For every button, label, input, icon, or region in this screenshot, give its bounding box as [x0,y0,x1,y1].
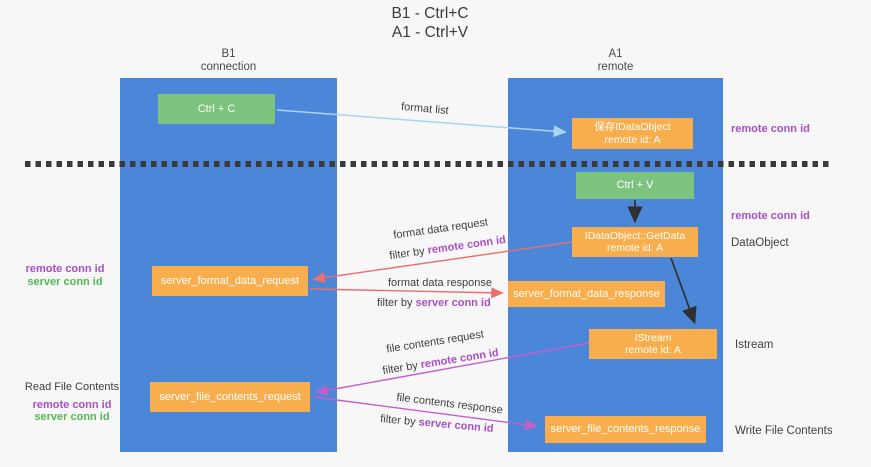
istream-annotation: Istream [735,339,774,351]
filter-by-text: filter by [388,244,429,263]
read-file-contents-annotation: Read File Contents [24,381,120,393]
getdata-line2: remote id: A [606,242,664,254]
istream-line2: remote id: A [624,344,682,356]
a1-role: remote [597,61,634,73]
remote-conn-id-annotation-left: remote conn id [25,263,105,275]
remote-conn-id-key: remote conn id [426,233,507,257]
ctrl-c-label: Ctrl + C [197,102,236,115]
server-conn-id-annotation-left: server conn id [27,275,103,288]
server-conn-id-key: server conn id [418,416,495,435]
server-file-contents-response-box: server_file_contents_response [545,416,706,443]
server-conn-id-annotation-left-bottom: server conn id [34,411,110,423]
lifeline-a1-header: A1 remote [508,48,723,74]
format-list-arrow-label: format list [400,100,450,118]
ctrl-v-label: Ctrl + V [616,179,654,191]
istream-line1: IStream [634,331,672,344]
b1-name: B1 [221,48,236,60]
write-file-contents-annotation: Write File Contents [735,425,833,437]
title-line-2: A1 - Ctrl+V [391,24,469,41]
server-format-data-request-label: server_format_data_request [160,274,300,287]
save-dataobject-line2: remote id: A [604,133,661,146]
b1-role: connection [200,61,257,73]
a1-name: A1 [608,48,623,60]
server-file-contents-request-label: server_file_contents_request [159,390,301,403]
ctrl-v-box: Ctrl + V [576,172,694,199]
server-file-contents-request-box: server_file_contents_request [150,382,310,412]
ctrl-c-box: Ctrl + C [158,94,275,124]
format-data-response-filter-label: filter by server conn id [377,297,491,310]
server-format-data-response-box: server_format_data_response [508,281,665,307]
save-dataobject-box: 保存IDataObject remote id: A [572,118,693,149]
server-file-contents-response-label: server_file_contents_response [550,423,701,435]
remote-conn-id-annotation-left-bottom: remote conn id [32,398,112,411]
remote-conn-id-annotation-top: remote conn id [731,123,810,135]
getdata-box: IDataObject::GetData remote id: A [572,227,698,257]
server-format-data-response-label: server_format_data_response [513,287,660,300]
format-data-response-arrow-label: format data response [388,277,492,289]
dataobject-annotation: DataObject [731,237,789,249]
read-file-contents-annotation-block: Read File Contents remote conn id server… [20,381,124,424]
file-contents-response-filter-label: filter by server conn id [380,413,494,435]
save-dataobject-line1: 保存IDataObject [594,121,671,133]
format-conn-id-annotation-block: remote conn id server conn id [13,263,117,288]
remote-conn-id-key: remote conn id [419,346,500,372]
lifeline-b1-header: B1 connection [120,48,337,74]
server-conn-id-key: server conn id [415,297,491,309]
filter-by-text: filter by [379,413,420,429]
istream-box: IStream remote id: A [589,329,717,359]
remote-conn-id-annotation-mid: remote conn id [731,210,810,222]
file-contents-response-arrow-label: file contents response [395,391,504,417]
diagram-title: B1 - Ctrl+C A1 - Ctrl+V [330,4,530,42]
filter-by-text: filter by [377,297,416,309]
getdata-line1: IDataObject::GetData [584,229,686,242]
server-format-data-request-box: server_format_data_request [152,266,308,296]
title-line-1: B1 - Ctrl+C [391,5,469,22]
filter-by-text: filter by [381,359,422,378]
